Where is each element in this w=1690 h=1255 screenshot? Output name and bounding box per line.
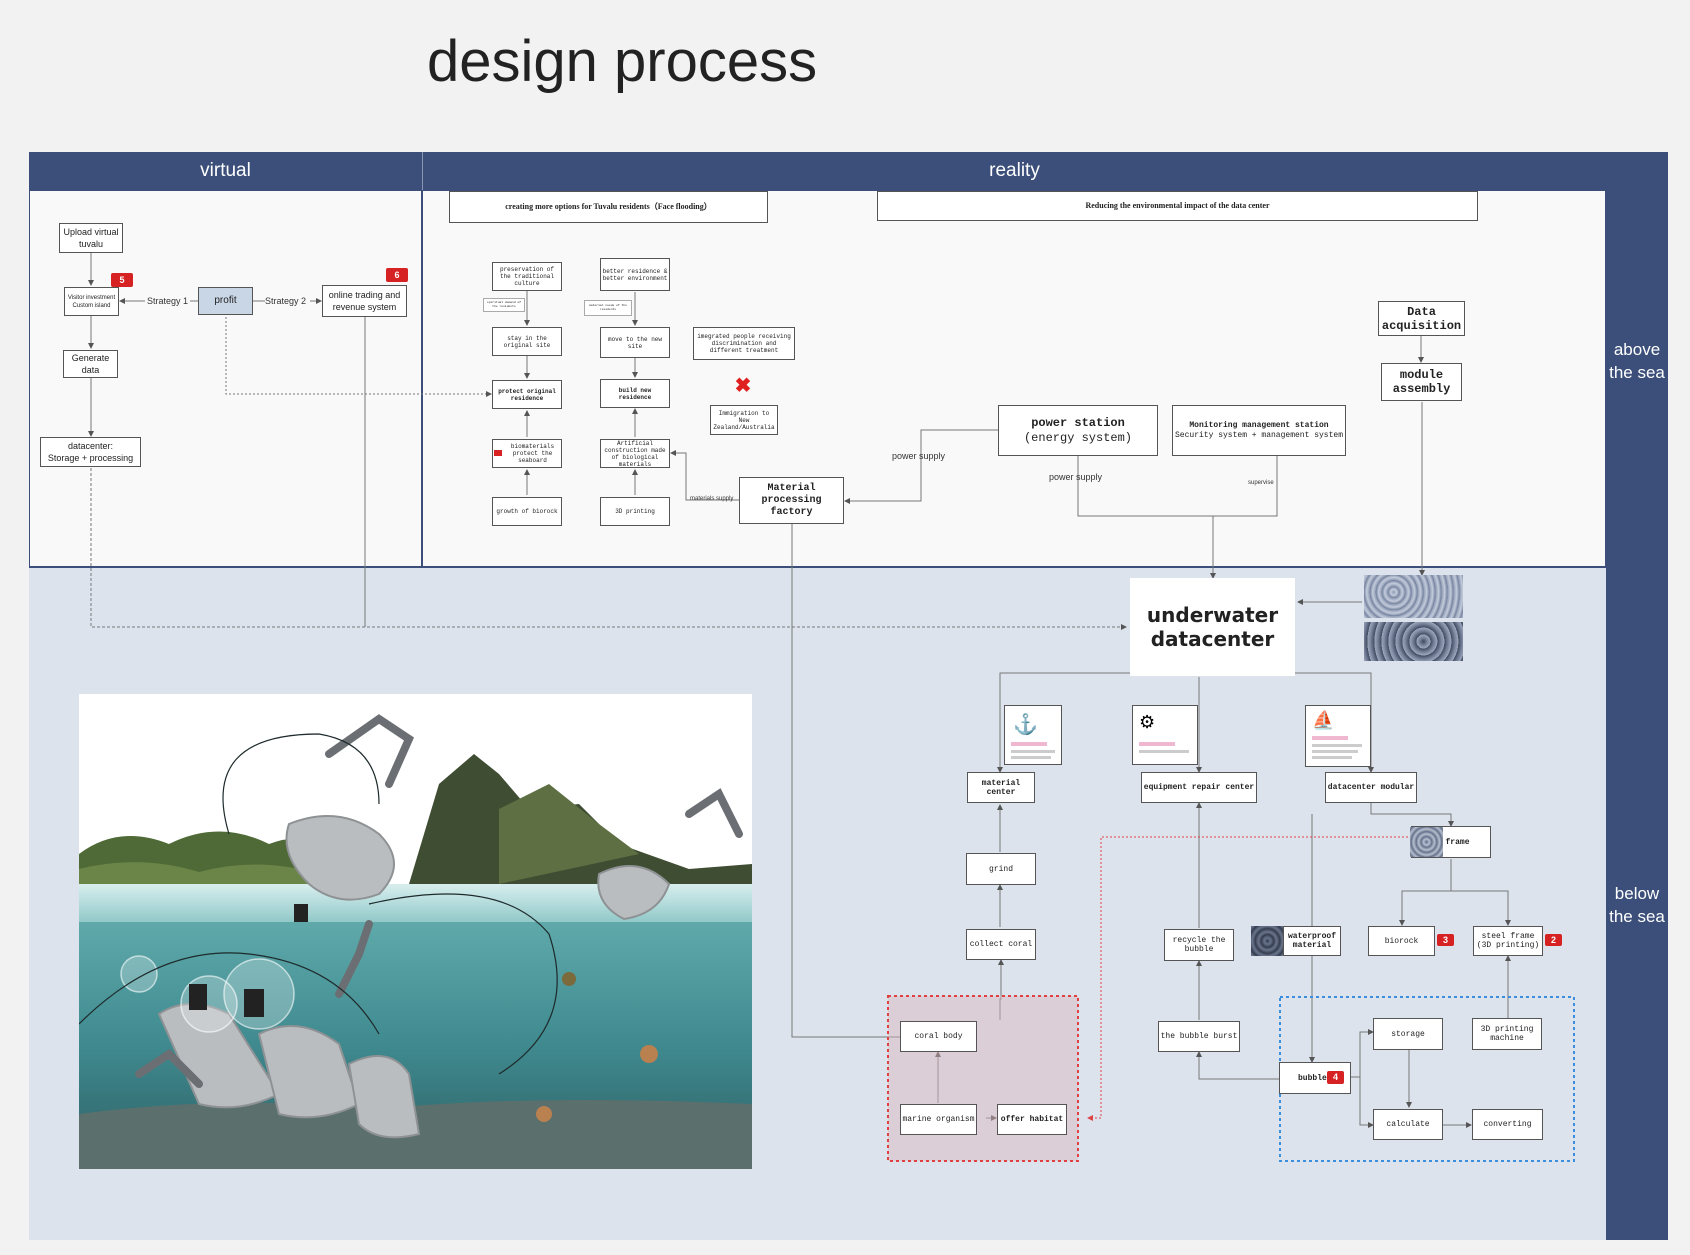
stay-original-site: stay in the original site <box>492 327 562 356</box>
environment-banner: Reducing the environmental impact of the… <box>877 191 1478 221</box>
folder-icon: 5 <box>111 273 133 287</box>
module-assembly-box: module assembly <box>1381 363 1462 401</box>
emigrated-people-box: imegrated people receiving discriminatio… <box>693 327 795 360</box>
page-title: design process <box>427 29 818 94</box>
material-factory-box: Material processing factory <box>739 477 844 524</box>
material-needs-note: material needs of the residents <box>584 300 632 316</box>
3d-printing-machine-box: 3D printing machine <box>1472 1018 1542 1050</box>
collect-coral-box: collect coral <box>966 929 1036 960</box>
supervise-label: supervise <box>1248 480 1274 486</box>
3d-printing-box: 3D printing <box>600 497 670 526</box>
side-label-below: below the sea <box>1606 882 1668 928</box>
datacenter-modular-box: datacenter modular <box>1325 772 1417 803</box>
generate-data-box: Generate data <box>63 350 118 378</box>
submarine-icon: ⛵ <box>1312 710 1335 730</box>
illustration-art <box>79 694 752 1169</box>
biomaterials-box: biomaterials protect the seaboard <box>492 439 562 468</box>
visitor-investment-box: Visitor investment Custom island <box>64 287 119 316</box>
preservation-box: preservation of the traditional culture <box>492 262 562 291</box>
storage-box: storage <box>1373 1018 1443 1050</box>
folder-icon: 4 <box>1327 1071 1344 1084</box>
power-station-subtitle: (energy system) <box>1023 430 1133 445</box>
data-acquisition-box: Data acquisition <box>1378 301 1465 336</box>
folder-icon <box>494 450 502 456</box>
steel-frame-box: steel frame (3D printing) <box>1473 926 1543 956</box>
recycle-bubble-box: recycle the bubble <box>1164 929 1234 961</box>
submarine-card-1: ⚓ <box>1004 705 1062 765</box>
waterproof-material-box: waterproof material <box>1283 926 1341 956</box>
calculate-box: calculate <box>1373 1109 1443 1140</box>
underwater-illustration <box>79 694 752 1169</box>
spiritual-demand-note: spiritual demand of the residents <box>483 298 525 312</box>
converting-box: converting <box>1472 1109 1543 1140</box>
power-supply-label-1: power supply <box>892 451 946 461</box>
artificial-construction: Artificial construction made of biologic… <box>600 439 670 468</box>
biorock-growth-box: growth of biorock <box>492 497 562 526</box>
online-trading-box: online trading and revenue system <box>322 285 407 317</box>
monitoring-title: Monitoring management station <box>1189 420 1329 430</box>
power-station-title: power station <box>1031 415 1125 430</box>
grind-box: grind <box>966 853 1036 885</box>
biorock-texture-image <box>1364 575 1463 618</box>
datacenter-storage-box: datacenter: Storage + processing <box>40 437 141 467</box>
underwater-datacenter: underwater datacenter <box>1130 578 1295 676</box>
monitoring-station-box: Monitoring management station Security s… <box>1172 405 1346 456</box>
robot-icon: ⚙ <box>1139 712 1156 732</box>
sea-divider <box>29 566 1606 568</box>
close-icon: ✖ <box>734 375 752 397</box>
side-label-above: above the sea <box>1606 338 1668 384</box>
immigration-box: Immigration to New Zealand/Australia <box>710 405 778 435</box>
folder-icon: 3 <box>1437 934 1454 946</box>
power-supply-label-2: power supply <box>1049 472 1103 482</box>
upload-virtual-tuvalu: Upload virtual tuvalu <box>59 223 123 253</box>
profit-box: profit <box>198 287 253 315</box>
folder-icon: 6 <box>386 268 408 282</box>
protect-residence: protect original residence <box>492 380 562 409</box>
build-new-residence: build new residence <box>600 379 670 408</box>
frame-texture-image <box>1410 827 1443 857</box>
coral-body-box: coral body <box>900 1021 977 1052</box>
bubble-texture-image <box>1364 622 1463 661</box>
equipment-repair-box: equipment repair center <box>1141 772 1257 803</box>
submarine-card-3: ⛵ <box>1305 705 1371 767</box>
strategy2-label: Strategy 2 <box>265 296 307 306</box>
monitoring-subtitle: Security system + management system <box>1174 430 1344 440</box>
power-station-box: power station (energy system) <box>998 405 1158 456</box>
submarine-icon: ⚓ <box>1013 714 1038 736</box>
marine-organism-box: marine organism <box>900 1104 977 1135</box>
biorock-box: biorock <box>1368 926 1435 956</box>
move-new-site: move to the new site <box>600 327 670 358</box>
folder-icon: 2 <box>1545 934 1562 946</box>
residents-banner: creating more options for Tuvalu residen… <box>449 191 768 223</box>
better-residence-box: better residence & better environment <box>600 258 670 291</box>
header-reality: reality <box>422 152 1606 190</box>
material-center-box: material center <box>967 772 1035 803</box>
materials-supply-label: materials supply <box>690 496 734 502</box>
strategy1-label: Strategy 1 <box>147 296 189 306</box>
submarine-card-2: ⚙ <box>1132 705 1198 765</box>
side-bar <box>1606 152 1668 1240</box>
waterproof-texture-image <box>1251 926 1284 956</box>
header-virtual: virtual <box>29 152 422 190</box>
offer-habitat-box: offer habitat <box>997 1104 1067 1135</box>
bubble-burst-box: the bubble burst <box>1158 1021 1240 1052</box>
